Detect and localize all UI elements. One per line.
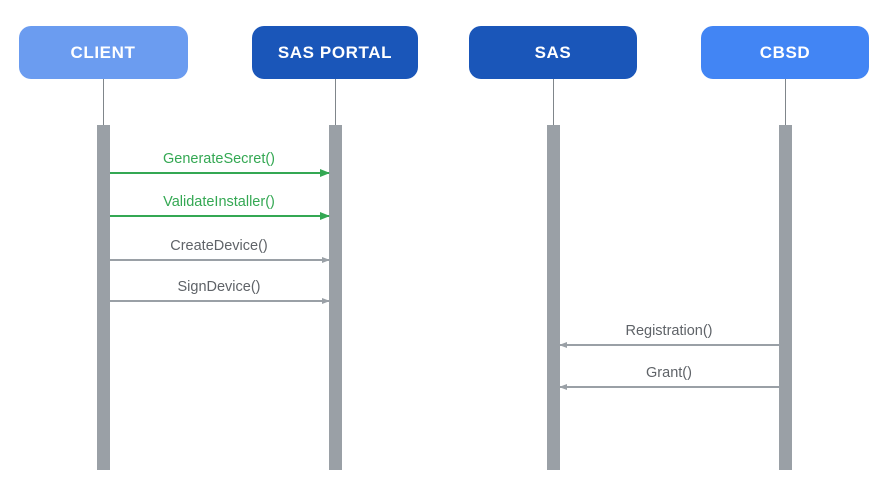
activation-bar bbox=[778, 125, 792, 470]
actor-label: SAS PORTAL bbox=[277, 42, 393, 62]
message-label: Grant() bbox=[646, 365, 692, 381]
message-arrow-line bbox=[109, 298, 330, 304]
message-label: CreateDevice() bbox=[170, 238, 268, 254]
actor-label: CLIENT bbox=[70, 42, 136, 62]
arrowhead-icon bbox=[558, 384, 567, 390]
lifeline-stem bbox=[334, 79, 336, 125]
arrowhead-icon bbox=[319, 212, 330, 220]
actor-label: SAS bbox=[534, 42, 572, 62]
activation-bar bbox=[328, 125, 342, 470]
message-label: SignDevice() bbox=[177, 279, 261, 295]
lifeline-stem bbox=[552, 79, 554, 125]
message-arrow-line bbox=[109, 169, 330, 177]
actor-box-cbsd: CBSD bbox=[701, 26, 869, 79]
activation-bar bbox=[546, 125, 560, 470]
actor-box-client: CLIENT bbox=[18, 26, 188, 79]
arrowhead-icon bbox=[558, 342, 567, 348]
arrowhead-icon bbox=[321, 257, 330, 263]
lifeline-stem bbox=[784, 79, 786, 125]
message-label: Registration() bbox=[625, 323, 713, 339]
message-arrow-line bbox=[109, 212, 330, 220]
message-label: GenerateSecret() bbox=[162, 151, 276, 167]
message-arrow-line bbox=[558, 342, 779, 348]
message-arrow-line bbox=[558, 384, 779, 390]
message-arrow-line bbox=[109, 257, 330, 263]
actor-label: CBSD bbox=[759, 42, 811, 62]
arrowhead-icon bbox=[321, 298, 330, 304]
actor-box-sas: SAS bbox=[469, 26, 637, 79]
activation-bar bbox=[96, 125, 110, 470]
actor-box-sas-portal: SAS PORTAL bbox=[252, 26, 418, 79]
lifeline-stem bbox=[102, 79, 104, 125]
arrowhead-icon bbox=[319, 169, 330, 177]
message-label: ValidateInstaller() bbox=[163, 194, 275, 210]
